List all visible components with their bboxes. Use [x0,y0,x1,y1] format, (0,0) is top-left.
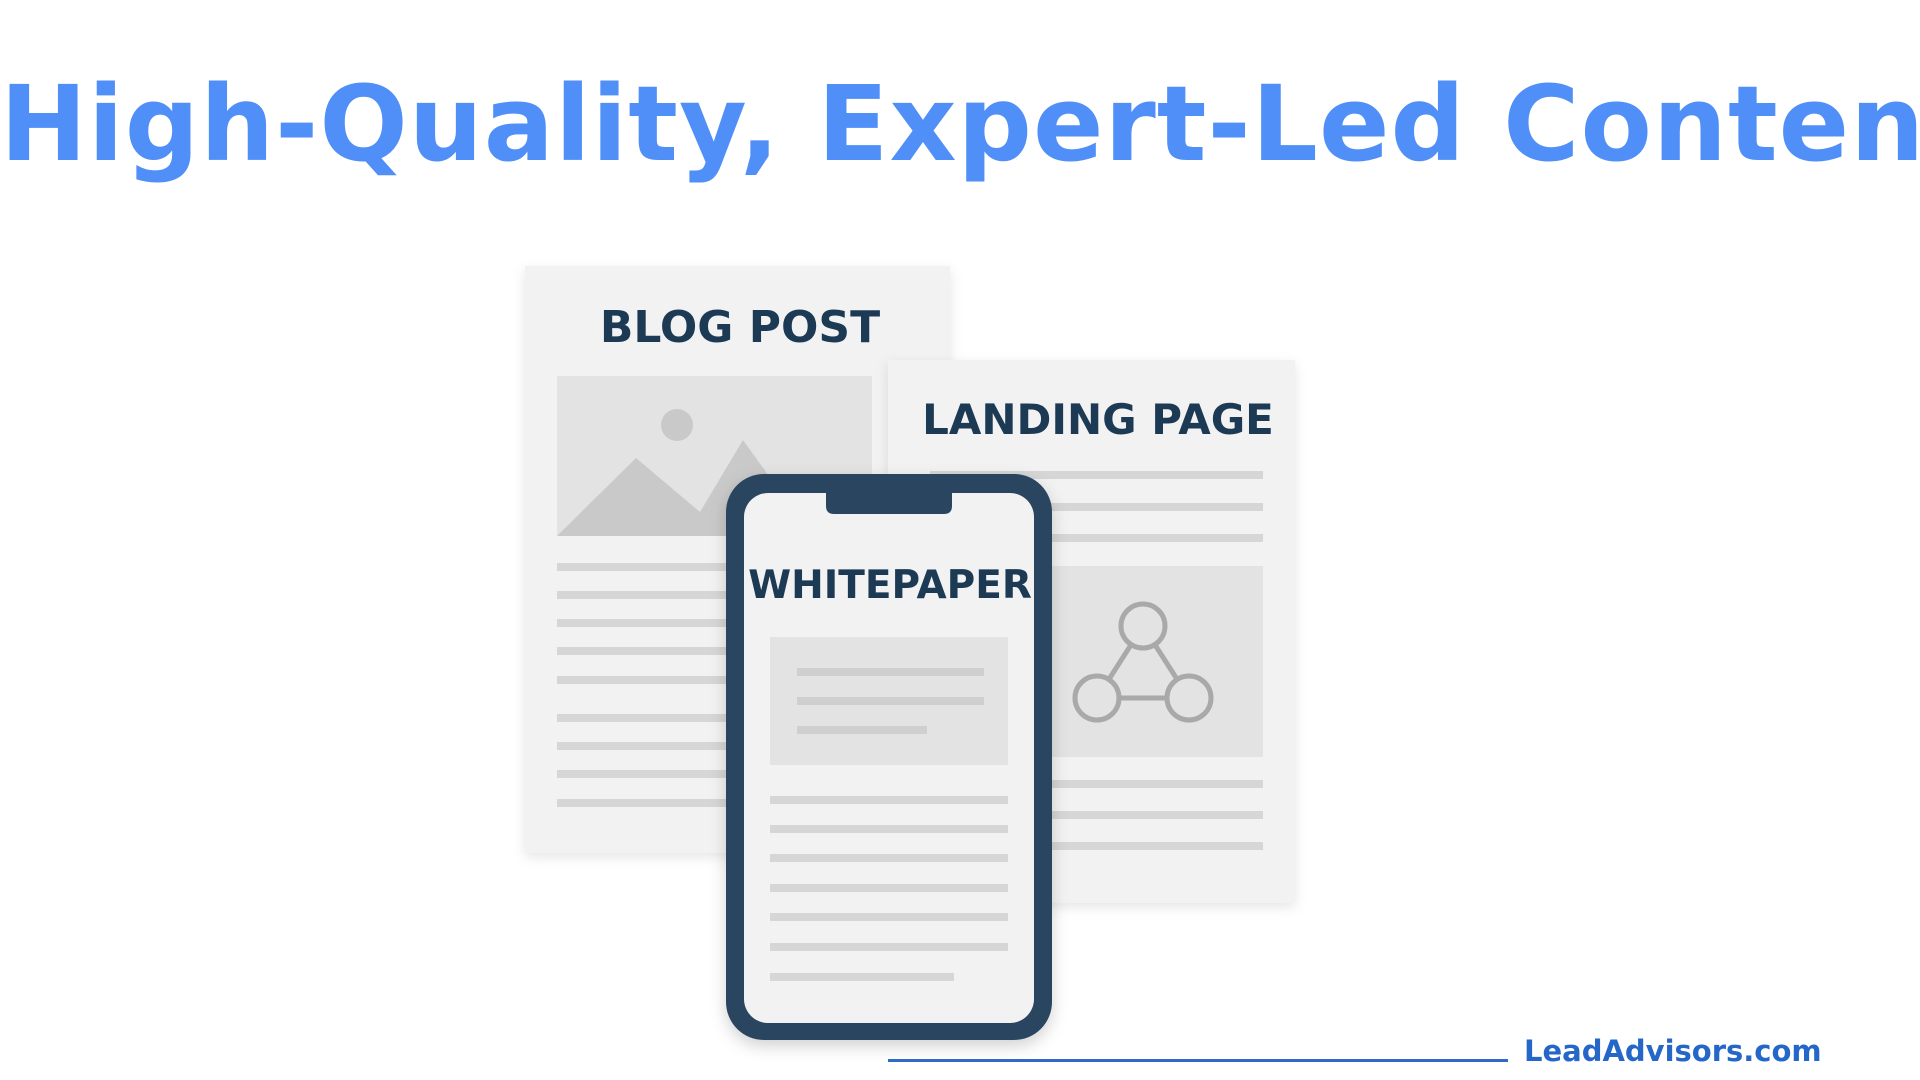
phone-notch [826,493,952,514]
whitepaper-summary-block [770,637,1008,765]
blog-post-text-lines [557,563,872,807]
landing-page-text-lines-top [930,471,1263,542]
whitepaper-text-lines [770,796,1008,981]
whitepaper-phone: WHITEPAPER [726,474,1052,1040]
landing-page-text-lines-bottom [1040,780,1263,850]
network-nodes-icon [1072,601,1214,723]
blog-post-title: BLOG POST [600,302,880,353]
brand-underline [888,1059,1508,1062]
brand-link[interactable]: LeadAdvisors.com [1524,1034,1822,1068]
landing-page-title: LANDING PAGE [922,395,1274,444]
whitepaper-title: WHITEPAPER [748,563,1032,608]
headline: High-Quality, Expert-Led Content [0,63,1920,185]
landing-page-media-block [1040,566,1263,757]
